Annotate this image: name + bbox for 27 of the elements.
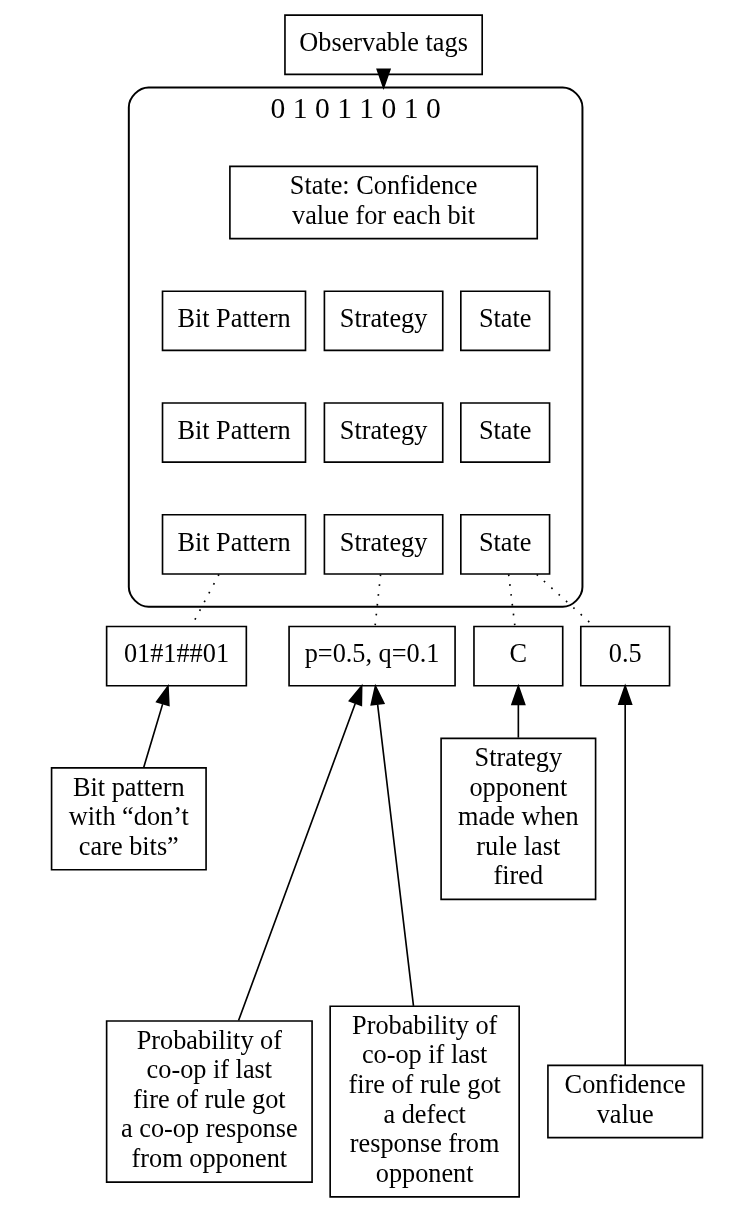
node-box: State: [459, 513, 550, 575]
node-box: Strategy: [323, 402, 444, 463]
node-box: State: [459, 290, 550, 352]
node-box: Probability of co-op if last fire of rule got a co-op response from opponent: [105, 1020, 313, 1183]
node-box: Strategy: [323, 290, 444, 352]
node-box: Bit Pattern: [161, 290, 306, 352]
node-box: Strategy: [323, 513, 444, 575]
node-box: Bit pattern with “don’t care bits”: [50, 767, 207, 871]
arrow: [617, 683, 633, 1067]
node-box: 0.5: [579, 625, 670, 687]
connector: [507, 573, 516, 627]
node-box: 01#1##01: [105, 625, 247, 687]
arrow: [369, 683, 414, 1007]
node-box: C: [472, 625, 564, 687]
node-box: Probability of co-op if last fire of rule got a defect response from opponent: [328, 1005, 520, 1198]
node-box: Confidence value: [546, 1064, 703, 1139]
arrow: [510, 683, 526, 739]
node-box: Strategy opponent made when rule last fired: [439, 737, 596, 901]
node-box: p=0.5, q=0.1: [287, 625, 456, 687]
arrow: [375, 68, 391, 90]
node-box: State: [459, 402, 550, 463]
arrow: [142, 683, 170, 769]
node-box: State: Confidence value for each bit: [228, 165, 538, 240]
connector: [373, 573, 381, 627]
arrow: [237, 683, 362, 1022]
node-box: Bit Pattern: [161, 402, 306, 463]
node-box: Bit Pattern: [161, 513, 306, 575]
